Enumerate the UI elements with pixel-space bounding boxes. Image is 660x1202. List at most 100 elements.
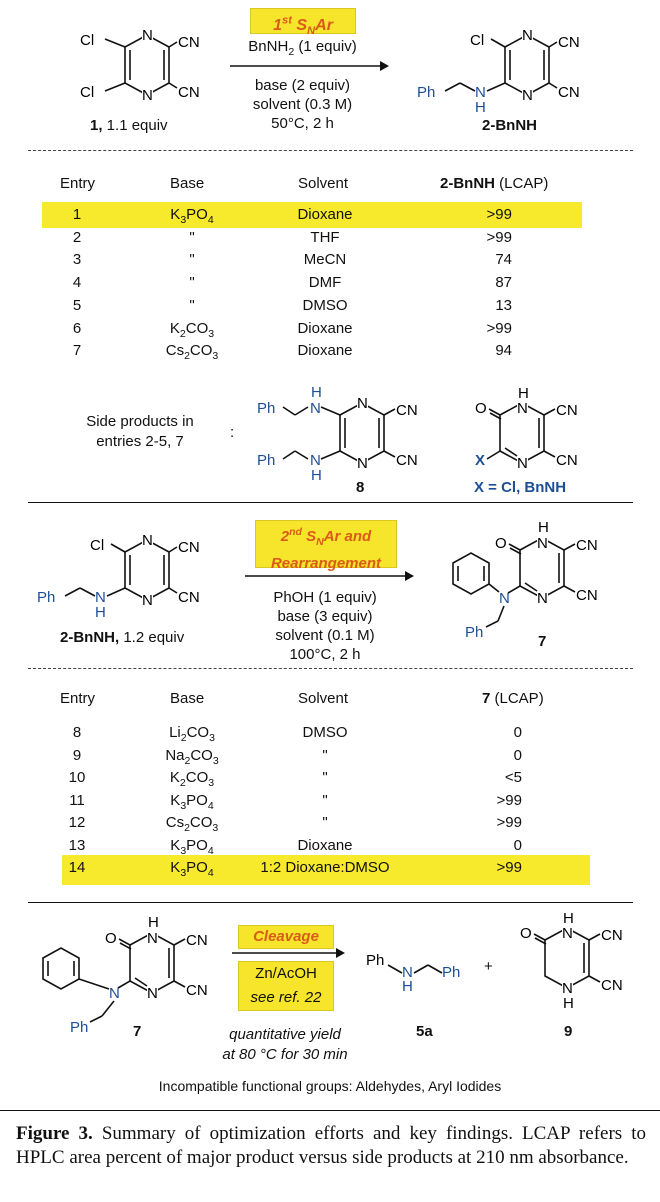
compound-x-label: X = Cl, BnNH: [474, 479, 567, 496]
table-cell-base: ": [189, 274, 195, 292]
atom-h: H: [518, 385, 529, 402]
atom-h: H: [563, 910, 574, 927]
atom-cl: Cl: [470, 32, 484, 49]
caption-label: Figure 3.: [16, 1123, 93, 1144]
table-cell-entry: 8: [72, 724, 82, 741]
table-cell-solvent: ": [322, 791, 328, 809]
table-cell-result: >99: [486, 228, 512, 246]
step-2-title: 2nd SNAr and Rearrangement: [255, 520, 397, 572]
product-7-label: 7: [538, 633, 547, 650]
table-cell-base: Na2CO3: [165, 746, 219, 767]
divider-solid: [28, 502, 633, 503]
atom-cn: CN: [576, 537, 598, 554]
table-cell-solvent: DMF: [308, 274, 342, 292]
table-cell-base: ": [189, 228, 195, 246]
table-cell-result: 87: [495, 274, 512, 292]
atom-h: H: [538, 519, 549, 536]
table-cell-entry: 14: [68, 859, 86, 876]
col-header-result: 7 (LCAP): [482, 690, 544, 707]
table-cell-solvent: 1:2 Dioxane:DMSO: [260, 859, 390, 876]
table-cell-result: >99: [486, 319, 512, 337]
incompatible-groups: Incompatible functional groups: Aldehyde…: [158, 1078, 502, 1094]
table-cell-entry: 4: [72, 274, 82, 292]
atom-n: N: [109, 985, 120, 1002]
table-cell-base: ": [189, 296, 195, 314]
atom-cn: CN: [556, 402, 578, 419]
yield-text: quantitative yield at 80 °C for 30 min: [222, 1026, 348, 1063]
table-cell-solvent: Dioxane: [297, 206, 353, 223]
atom-n: N: [517, 455, 528, 472]
table-cell-base: ": [189, 251, 195, 269]
product-9-label: 9: [564, 1023, 573, 1040]
table-cell-result: >99: [496, 859, 522, 876]
atom-cn: CN: [396, 402, 418, 419]
plus-sign: +: [484, 958, 493, 975]
table-cell-entry: 2: [72, 228, 82, 246]
atom-h: H: [563, 995, 574, 1012]
divider-dashed: [28, 150, 633, 151]
atom-n: N: [357, 455, 368, 472]
atom-cn: CN: [178, 84, 200, 101]
table-cell-entry: 6: [72, 319, 82, 337]
product-2-bnnh-structure: N N Cl CN CN N H Ph: [417, 27, 580, 116]
colon: :: [230, 424, 235, 441]
atom-o: O: [520, 925, 532, 942]
table-cell-result: <5: [504, 769, 522, 786]
caption-text: Summary of optimization efforts and key …: [16, 1123, 646, 1168]
atom-ph: Ph: [417, 84, 435, 101]
atom-o: O: [495, 535, 507, 552]
table-cell-entry: 3: [72, 251, 82, 269]
table-cell-solvent: ": [322, 746, 328, 764]
atom-ph: Ph: [366, 952, 384, 969]
atom-x: X: [475, 452, 485, 469]
table-cell-entry: 12: [68, 814, 86, 831]
atom-h: H: [148, 914, 159, 931]
side-products-text: Side products in entries 2-5, 7: [86, 413, 194, 450]
atom-cn: CN: [601, 927, 623, 944]
table-cell-solvent: DMSO: [302, 296, 348, 314]
col-header-entry: Entry: [60, 690, 96, 707]
compound-8-label: 8: [356, 479, 365, 496]
highlight-row: [42, 202, 582, 228]
table-cell-result: 0: [513, 836, 522, 854]
atom-cn: CN: [576, 587, 598, 604]
table-cell-entry: 5: [72, 296, 82, 314]
atom-ph: Ph: [70, 1019, 88, 1036]
atom-cn: CN: [601, 977, 623, 994]
table-cell-entry: 1: [72, 206, 82, 223]
divider-dashed: [28, 668, 633, 669]
atom-n: N: [562, 980, 573, 997]
table-cell-solvent: MeCN: [303, 251, 347, 269]
atom-n: N: [310, 452, 321, 469]
step-3-conditions: Zn/AcOH see ref. 22: [238, 961, 334, 1011]
atom-cl: Cl: [80, 84, 94, 101]
reactant-2-bnnh-structure: N N Cl CN CN N H Ph: [37, 532, 200, 621]
table-cell-result: 94: [495, 342, 512, 360]
atom-cn: CN: [178, 34, 200, 51]
product-2-bnnh-label: 2-BnNH: [482, 117, 537, 134]
table-cell-entry: 7: [72, 342, 82, 360]
table-cell-solvent: Dioxane: [297, 342, 353, 360]
product-7-structure: H N N O N CN CN Ph: [452, 519, 598, 641]
atom-cn: CN: [558, 34, 580, 51]
caption-divider: [0, 1110, 660, 1111]
table-cell-base: K2CO3: [169, 769, 215, 789]
col-header-base: Base: [170, 175, 205, 192]
product-9-structure: H N N H O CN CN: [520, 910, 623, 1012]
table-cell-solvent: ": [322, 814, 328, 831]
atom-n: N: [537, 590, 548, 607]
table-cell-base: Cs2CO3: [165, 814, 219, 834]
atom-cn: CN: [558, 84, 580, 101]
atom-n: N: [310, 400, 321, 417]
reaction-arrow-1: [230, 61, 389, 71]
atom-n: N: [402, 964, 413, 981]
col-header-solvent: Solvent: [298, 175, 349, 192]
table-cell-result: >99: [486, 206, 512, 223]
step-3-title: Cleavage: [238, 925, 334, 949]
atom-cn: CN: [556, 452, 578, 469]
atom-h: H: [95, 604, 106, 621]
table-cell-base: K3PO4: [170, 791, 214, 812]
table-cell-solvent: Dioxane: [297, 836, 353, 854]
col-header-result: 2-BnNH (LCAP): [440, 175, 549, 192]
atom-o: O: [475, 400, 487, 417]
